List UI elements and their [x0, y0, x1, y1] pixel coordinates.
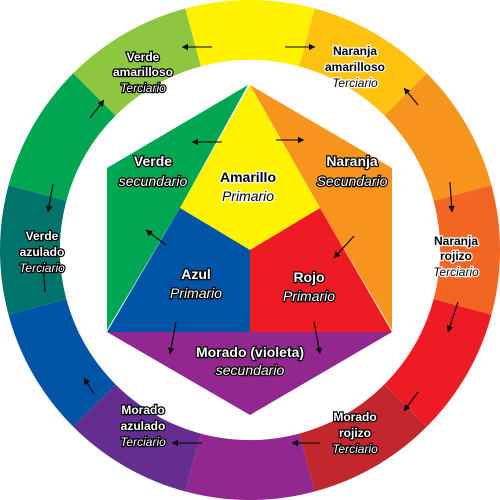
arrow: [89, 99, 105, 119]
label-rojo-primario: Rojo Primario: [282, 268, 337, 305]
ring-segment: [299, 8, 427, 116]
label-naranja-secundario: Naranja Secundario: [315, 152, 388, 190]
morado-rojizo-kind: Terciario: [332, 442, 378, 456]
verde-azulado-kind: Terciario: [19, 261, 65, 275]
ring-segment: [384, 73, 492, 201]
naranja-amarilloso-line2: amarilloso: [325, 60, 385, 74]
label-naranja-rojizo: Naranja rojizo Terciario: [432, 233, 480, 280]
arrow: [83, 377, 95, 395]
naranja-amarilloso-kind: Terciario: [332, 76, 378, 90]
label-naranja-amarilloso: Naranja amarilloso Terciario: [324, 43, 386, 91]
verde-amarilloso-line1: Verde: [127, 50, 160, 64]
arrow: [167, 321, 177, 355]
naranja-amarilloso-line1: Naranja: [333, 44, 377, 58]
naranja-rojizo-line1: Naranja: [434, 234, 478, 248]
label-morado-rojizo: Morado rojizo Terciario: [331, 409, 379, 457]
azul-name: Azul: [181, 266, 211, 282]
morado-rojizo-line1: Morado: [333, 410, 376, 424]
arrow: [182, 43, 212, 51]
arrow: [292, 439, 320, 447]
arrow: [333, 235, 355, 259]
arrow: [145, 229, 167, 246]
verde-amarilloso-line2: amarilloso: [113, 65, 173, 79]
amarillo-kind: Primario: [222, 188, 274, 204]
verde-azulado-line1: Verde: [26, 229, 59, 243]
arrow: [313, 321, 323, 355]
ring-segment: [8, 299, 116, 427]
ring-segment: [73, 8, 201, 116]
rojo-name: Rojo: [293, 269, 324, 285]
label-morado-azulado: Morado azulado Terciario: [119, 402, 167, 450]
label-verde-azulado: Verde azulado Terciario: [18, 228, 66, 276]
naranja-name: Naranja: [326, 153, 378, 169]
arrow: [276, 136, 304, 144]
label-morado-secundario: Morado (violeta) secundario: [195, 343, 306, 379]
naranja-rojizo-kind: Terciario: [433, 265, 479, 279]
amarillo-name: Amarillo: [220, 169, 276, 185]
primary-blue-triangle: [107, 208, 250, 332]
morado-azulado-line2: azulado: [121, 419, 166, 433]
ring-segment: [185, 0, 315, 67]
verde-name: Verde: [134, 153, 172, 169]
arrows-group: [40, 43, 459, 447]
arrow: [45, 183, 54, 213]
morado-azulado-kind: Terciario: [120, 435, 166, 449]
ring-segment: [185, 433, 315, 500]
naranja-kind: Secundario: [317, 173, 388, 189]
morado-kind: secundario: [216, 362, 285, 378]
label-amarillo-primario: Amarillo Primario: [219, 168, 277, 205]
primary-red-triangle: [250, 208, 392, 332]
primary-yellow-triangle: [180, 85, 320, 250]
arrow: [40, 261, 47, 293]
verde-amarilloso-kind: Terciario: [120, 81, 166, 95]
ring-segment: [433, 185, 500, 315]
arrow: [403, 391, 419, 412]
arrow: [446, 301, 459, 333]
arrow: [192, 138, 222, 146]
arrow: [448, 181, 455, 213]
verde-kind: secundario: [119, 173, 188, 189]
morado-azulado-line1: Morado: [121, 403, 164, 417]
rojo-kind: Primario: [283, 288, 335, 304]
verde-azulado-line2: azulado: [20, 245, 65, 259]
ring-segment: [299, 384, 427, 492]
morado-rojizo-line2: rojizo: [339, 426, 371, 440]
secondary-green-region: [107, 85, 248, 330]
morado-name: Morado (violeta): [196, 344, 304, 360]
naranja-rojizo-line2: rojizo: [440, 249, 472, 263]
ring-segment: [73, 384, 201, 492]
ring-segment: [384, 299, 492, 427]
secondary-orange-region: [250, 85, 392, 330]
label-azul-primario: Azul Primario: [169, 265, 224, 302]
ring-segment: [0, 185, 67, 315]
arrow: [285, 43, 315, 51]
ring-segment: [8, 73, 116, 201]
azul-kind: Primario: [170, 285, 222, 301]
label-verde-secundario: Verde secundario: [118, 152, 189, 190]
arrow: [172, 439, 202, 447]
secondary-violet-region: [107, 332, 392, 415]
arrow: [403, 87, 419, 106]
label-verde-amarilloso: Verde amarilloso Terciario: [112, 49, 174, 96]
